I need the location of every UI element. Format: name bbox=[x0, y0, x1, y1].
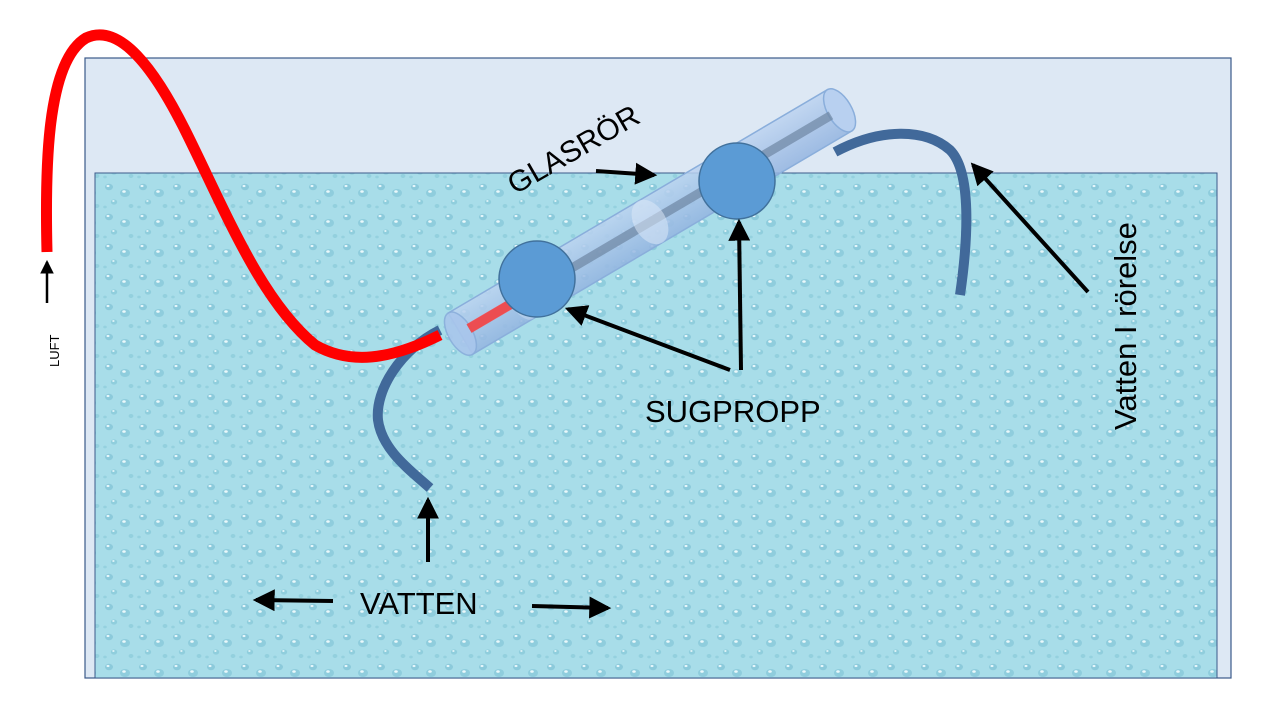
suction-cup-icon bbox=[498, 240, 576, 318]
sugpropp-arrow-up bbox=[728, 218, 751, 371]
water-hose-outlet bbox=[832, 128, 972, 296]
vatten-arrow-right bbox=[531, 596, 612, 619]
sugpropp-label: SUGPROPP bbox=[645, 394, 821, 429]
sugpropp-arrow-left bbox=[564, 305, 731, 372]
vatten-rorelse-label: Vatten I rörelse bbox=[1108, 222, 1143, 430]
luft-label: LUFT bbox=[47, 334, 62, 367]
vatten-arrow-left bbox=[252, 589, 334, 612]
vatten-label: VATTEN bbox=[360, 586, 478, 621]
water-body bbox=[94, 172, 1218, 679]
rorelse-arrow bbox=[970, 162, 1090, 294]
glasror-arrow bbox=[595, 162, 658, 185]
suction-cup-icon bbox=[698, 142, 776, 220]
air-hose bbox=[40, 29, 443, 363]
